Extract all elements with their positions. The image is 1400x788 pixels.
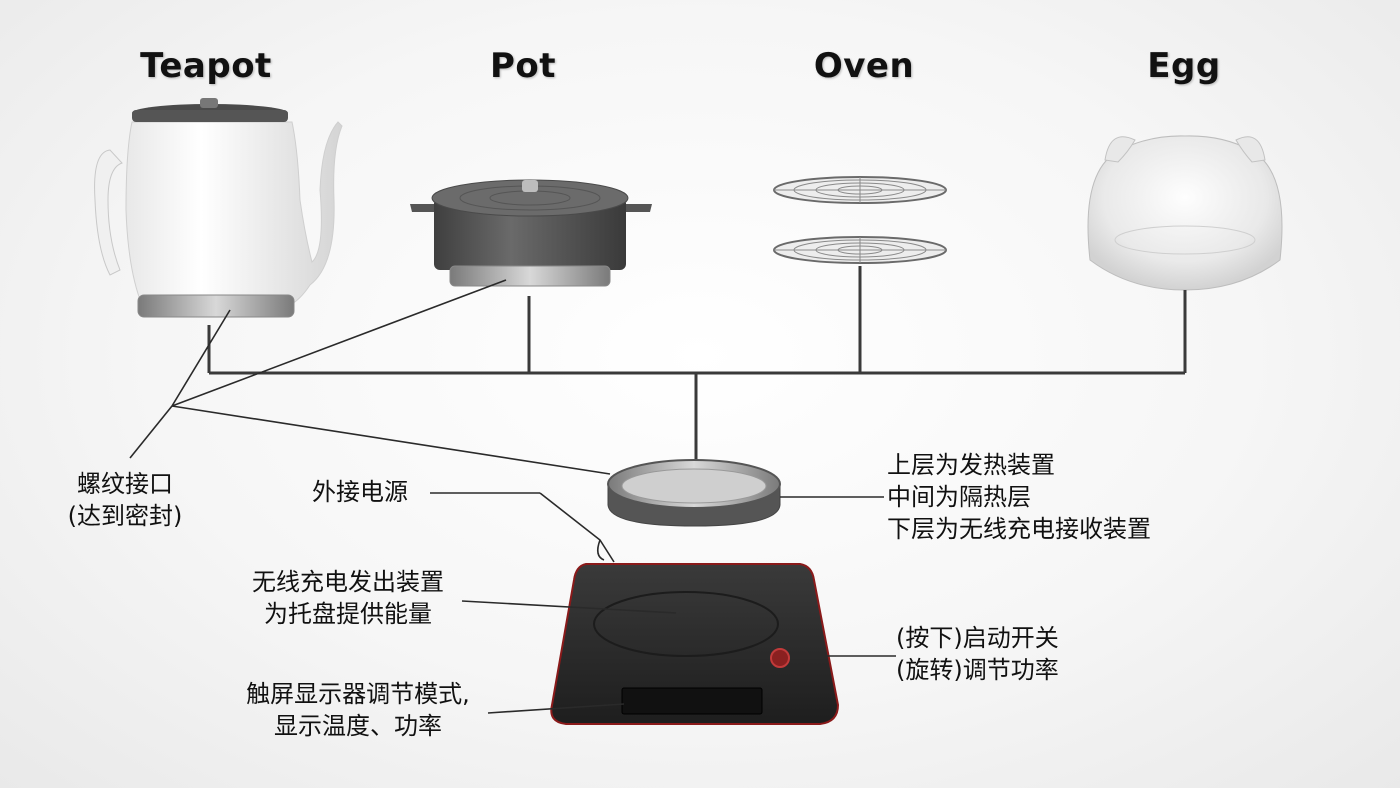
label-touchscreen: 触屏显示器调节模式, 显示温度、功率 [208,678,508,742]
label-switch-line1: (按下)启动开关 [896,624,1059,652]
touchscreen-display [621,687,763,715]
title-egg: Egg [1147,46,1221,86]
induction-base-illustration [550,563,840,725]
label-thread-interface: 螺纹接口 (达到密封) [40,468,210,532]
label-tray-layers: 上层为发热装置 中间为隔热层 下层为无线充电接收装置 [887,449,1151,545]
label-wireless-transmitter: 无线充电发出装置 为托盘提供能量 [212,566,484,630]
teapot-illustration [94,98,343,318]
title-pot: Pot [489,46,557,86]
power-knob [770,648,790,668]
label-wireless-transmitter-line2: 为托盘提供能量 [264,600,432,628]
connector-lines [207,266,1187,498]
label-thread-interface-line2: (达到密封) [67,502,183,530]
label-tray-layers-line1: 上层为发热装置 [887,451,1055,479]
label-thread-interface-line1: 螺纹接口 [77,470,173,498]
label-touchscreen-line2: 显示温度、功率 [274,712,442,740]
label-external-power: 外接电源 [312,476,408,508]
label-tray-layers-line2: 中间为隔热层 [887,483,1031,511]
title-oven: Oven [813,46,915,86]
heating-tray-illustration [607,459,781,527]
leader-lines [129,279,896,714]
oven-rack-illustration [773,176,947,264]
title-teapot: Teapot [140,46,272,86]
egg-cover-illustration [1087,135,1283,291]
pot-illustration [410,179,652,287]
label-wireless-transmitter-line1: 无线充电发出装置 [252,568,444,596]
label-external-power-line1: 外接电源 [312,478,408,506]
label-switch: (按下)启动开关 (旋转)调节功率 [896,622,1059,686]
label-switch-line2: (旋转)调节功率 [896,656,1059,684]
label-tray-layers-line3: 下层为无线充电接收装置 [887,515,1151,543]
label-touchscreen-line1: 触屏显示器调节模式, [246,680,470,708]
